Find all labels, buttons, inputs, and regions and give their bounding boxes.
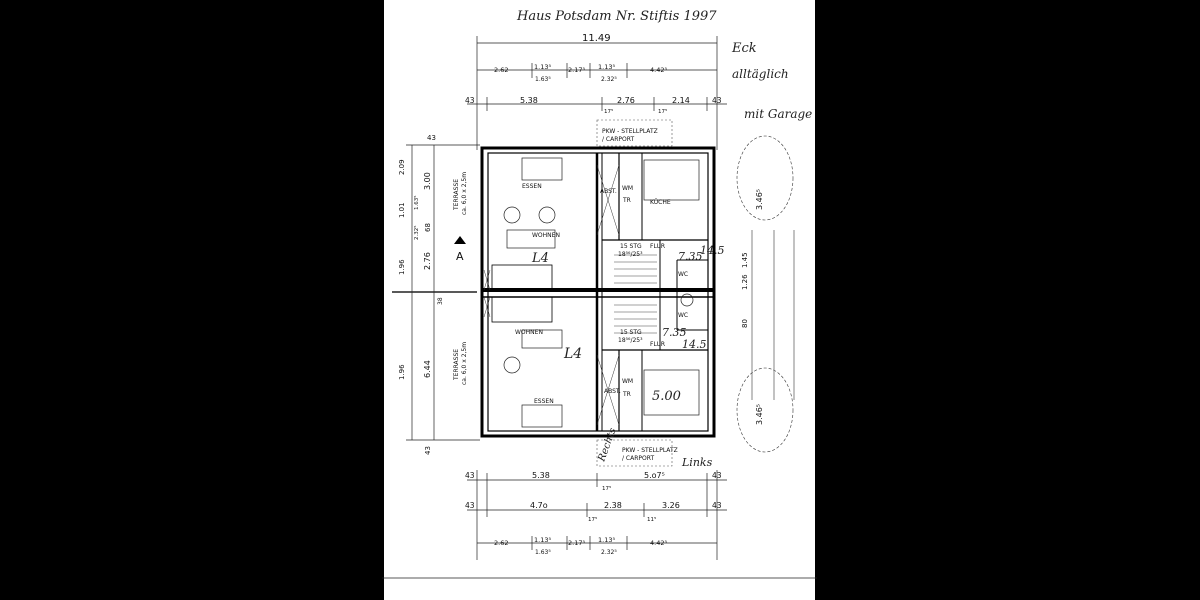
dim-right-4: 3.46⁵ [755, 189, 764, 210]
terrasse-bottom-size: ca. 6,0 x 2,5m [461, 342, 468, 385]
dim-bot3-sub-1: 1.63⁵ [535, 549, 551, 556]
dim-bot2-5: 43 [712, 501, 722, 510]
handwritten-note-3: mit Garage [744, 107, 812, 121]
room-flur-bottom: FLUR [650, 341, 665, 348]
room-tr-top: TR [622, 197, 631, 204]
dim-mid-2: 5.38 [520, 96, 538, 105]
room-wm-bottom: WM [622, 378, 633, 385]
handwritten-note-2: alltäglich [732, 67, 789, 81]
dim-mid-sub-1: 17⁵ [604, 108, 613, 115]
dim-left-7: 38 [437, 297, 444, 305]
stairs-top: 15 STG [620, 243, 642, 250]
handwritten-tag-right: L4 [531, 251, 549, 266]
room-abst-bottom: ABST. [604, 388, 621, 395]
stairs-bottom-sub: 18⁵⁶/25³ [618, 337, 643, 344]
room-wm-top: WM [622, 185, 633, 192]
dim-bot1-3: 5.o7⁵ [644, 471, 665, 480]
dim-bot1-2: 5.38 [532, 471, 550, 480]
dim-left-2: 3.00 [423, 172, 432, 190]
dim-bot1-4: 43 [712, 471, 722, 480]
dim-top-2: 1.13⁵ [534, 63, 551, 71]
carport-top-label-2: / CARPORT [602, 136, 634, 143]
dim-mid-sub-2: 17⁵ [658, 108, 667, 115]
dim-total-width: 11.49 [582, 33, 611, 44]
handwritten-area-3: 7.35 [662, 326, 687, 339]
dim-left-8: 6.44 [423, 360, 432, 378]
stairs-bottom: 15 STG [620, 329, 642, 336]
room-wc-top: WC [678, 271, 688, 278]
dim-top-5: 4.42⁵ [650, 66, 667, 74]
room-wohnen-bottom: WOHNEN [515, 329, 543, 336]
dim-right-1: 1.45 [741, 252, 749, 268]
dim-left-1: 2.09 [398, 159, 406, 175]
handwritten-area-1: 7.35 [678, 250, 703, 263]
dim-top-4: 1.13⁵ [598, 63, 615, 71]
dim-mid-5: 43 [712, 96, 722, 105]
handwritten-area-4: 14.5 [682, 338, 707, 351]
carport-top-label: PKW - STELLPLATZ [602, 128, 658, 135]
carport-bottom-label-2: / CARPORT [622, 455, 654, 462]
dim-left-bottom: 43 [424, 446, 432, 455]
dim-bot2-sub-1: 17⁵ [588, 516, 597, 523]
room-essen-bottom: ESSEN [534, 398, 554, 405]
carport-bottom-label: PKW - STELLPLATZ [622, 447, 678, 454]
dim-right-3: 80 [741, 319, 749, 328]
dim-left-top: 43 [427, 134, 436, 142]
room-tr-bottom: TR [622, 391, 631, 398]
dim-bot2-3: 2.38 [604, 501, 622, 510]
dim-left-sub-1: 1.63⁵ [413, 196, 420, 210]
terrasse-top-size: ca. 6,0 x 2,5m [461, 172, 468, 215]
dim-bot3-4: 1.13⁵ [598, 536, 615, 544]
plan-sheet: Haus Potsdam Nr. Stiftis 1997 Eck alltäg… [382, 0, 817, 600]
dim-bot3-5: 4.42⁵ [650, 539, 667, 547]
handwritten-area-2: 14.5 [700, 244, 725, 257]
dim-bot2-4: 3.26 [662, 501, 680, 510]
dim-bot2-1: 43 [465, 501, 475, 510]
dim-bot3-2: 1.13⁵ [534, 536, 551, 544]
dim-top-sub-1: 1.63⁵ [535, 76, 551, 83]
handwritten-price: 5.00 [652, 389, 681, 404]
dim-left-4: 68 [424, 223, 432, 232]
dim-right-2: 1.26 [741, 274, 749, 290]
dim-mid-3: 2.76 [617, 96, 635, 105]
stairs-top-sub: 18⁵⁶/25³ [618, 251, 643, 258]
dim-bot3-sub-2: 2.32⁵ [601, 549, 617, 556]
dim-left-5: 2.76 [423, 252, 432, 270]
room-wc-bottom: WC [678, 312, 688, 319]
floor-plan-drawing: Haus Potsdam Nr. Stiftis 1997 Eck alltäg… [382, 0, 817, 600]
dim-left-3: 1.01 [398, 202, 406, 218]
handwritten-title: Haus Potsdam Nr. Stiftis 1997 [516, 9, 717, 24]
dim-mid-4: 2.14 [672, 96, 690, 105]
section-marker-a: A [456, 250, 464, 263]
room-essen-top: ESSEN [522, 183, 542, 190]
room-kuche-top: KÜCHE [650, 199, 671, 206]
dim-bot1-1: 43 [465, 471, 475, 480]
room-abst-top: ABST. [600, 188, 617, 195]
handwritten-links: Links [681, 456, 713, 469]
dim-bot2-2: 4.7o [530, 501, 548, 510]
dim-bot2-sub-2: 11⁵ [647, 516, 656, 523]
dim-bot3-3: 2.17⁵ [568, 539, 585, 547]
room-wohnen-top: WOHNEN [532, 232, 560, 239]
handwritten-note-1: Eck [731, 41, 757, 56]
dim-top-1: 2.62 [494, 66, 508, 74]
dim-top-3: 2.17⁵ [568, 66, 585, 74]
terrasse-top-label: TERRASSE [453, 179, 460, 211]
dim-left-9: 1.96 [398, 364, 406, 380]
dim-right-5: 3.46⁵ [755, 404, 764, 425]
dim-bot3-1: 2.62 [494, 539, 508, 547]
handwritten-tag-left: L4 [563, 346, 582, 362]
dim-left-sub-2: 2.32⁵ [413, 226, 420, 240]
dim-bot1-sub: 17⁵ [602, 485, 611, 492]
dim-top-sub-2: 2.32⁵ [601, 76, 617, 83]
dim-left-6: 1.96 [398, 259, 406, 275]
dim-mid-1: 43 [465, 96, 475, 105]
handwritten-rechts: Rechts [596, 427, 619, 464]
room-flur-top: FLUR [650, 243, 665, 250]
terrasse-bottom-label: TERRASSE [453, 349, 460, 381]
